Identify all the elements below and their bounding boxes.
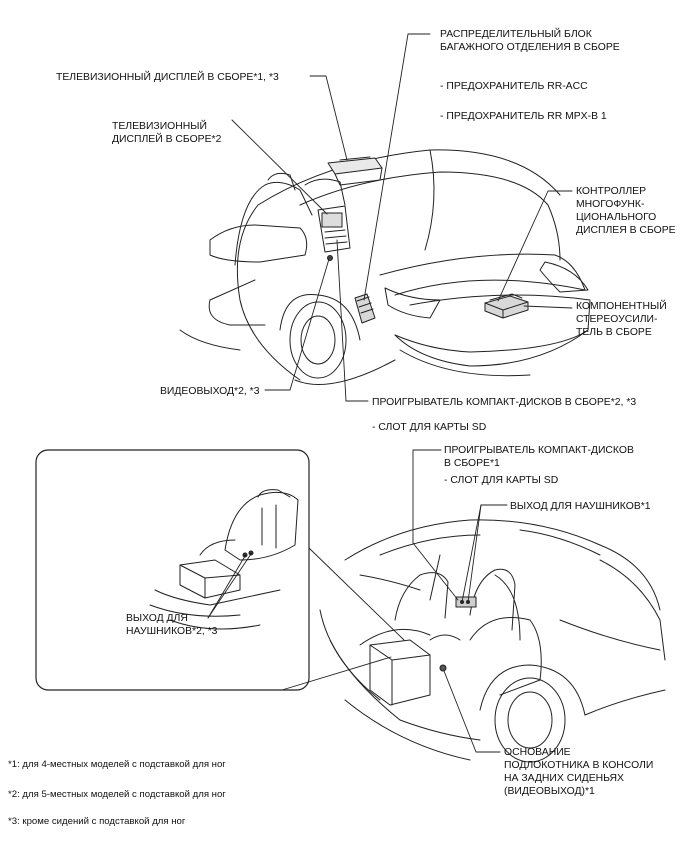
footnote-1: *1: для 4-местных моделей с подставкой д… [8, 759, 226, 770]
footnote-2: *2: для 5-местных моделей с подставкой д… [8, 789, 226, 800]
inset-frame [35, 449, 310, 691]
label-fuse-rr-acc: - ПРЕДОХРАНИТЕЛЬ RR-ACC [440, 81, 588, 92]
label-multi-display-controller: КОНТРОЛЛЕР МНОГОФУНК- ЦИОНАЛЬНОГО ДИСПЛЕ… [576, 186, 676, 236]
label-sd-slot-bottom: - СЛОТ ДЛЯ КАРТЫ SD [444, 475, 559, 486]
inset-seat-illustration [149, 489, 299, 630]
label-video-out-2-3: ВИДЕОВЫХОД*2, *3 [160, 386, 260, 397]
label-cd-player-1: ПРОИГРЫВАТЕЛЬ КОМПАКТ-ДИСКОВ В СБОРЕ*1 [444, 445, 634, 469]
label-cd-player-2-3: ПРОИГРЫВАТЕЛЬ КОМПАКТ-ДИСКОВ В СБОРЕ*2, … [372, 397, 637, 408]
label-rear-junction-block: РАСПРЕДЕЛИТЕЛЬНЫЙ БЛОК БАГАЖНОГО ОТДЕЛЕН… [440, 29, 620, 53]
label-fuse-rr-mpx: - ПРЕДОХРАНИТЕЛЬ RR MPX-B 1 [440, 111, 607, 122]
top-car-illustration [179, 149, 591, 385]
label-headphone-out-2-3: ВЫХОД ДЛЯ НАУШНИКОВ*2, *3 [126, 613, 218, 637]
label-armrest-base: ОСНОВАНИЕ ПОДЛОКОТНИКА В КОНСОЛИ НА ЗАДН… [504, 747, 654, 797]
footnote-3: *3: кроме сидений с подставкой для ног [8, 816, 186, 827]
label-stereo-amplifier: КОМПОНЕНТНЫЙ СТЕРЕОУСИЛИ- ТЕЛЬ В СБОРЕ [576, 301, 667, 338]
label-tv-display-2: ТЕЛЕВИЗИОННЫЙ ДИСПЛЕЙ В СБОРЕ*2 [112, 121, 222, 145]
label-sd-slot-top: - СЛОТ ДЛЯ КАРТЫ SD [372, 422, 487, 433]
bottom-car-illustration [319, 519, 666, 763]
label-tv-display-1-3: ТЕЛЕВИЗИОННЫЙ ДИСПЛЕЙ В СБОРЕ*1, *3 [56, 72, 279, 83]
label-headphone-out-1: ВЫХОД ДЛЯ НАУШНИКОВ*1 [510, 501, 651, 512]
leader-lines [207, 33, 573, 753]
